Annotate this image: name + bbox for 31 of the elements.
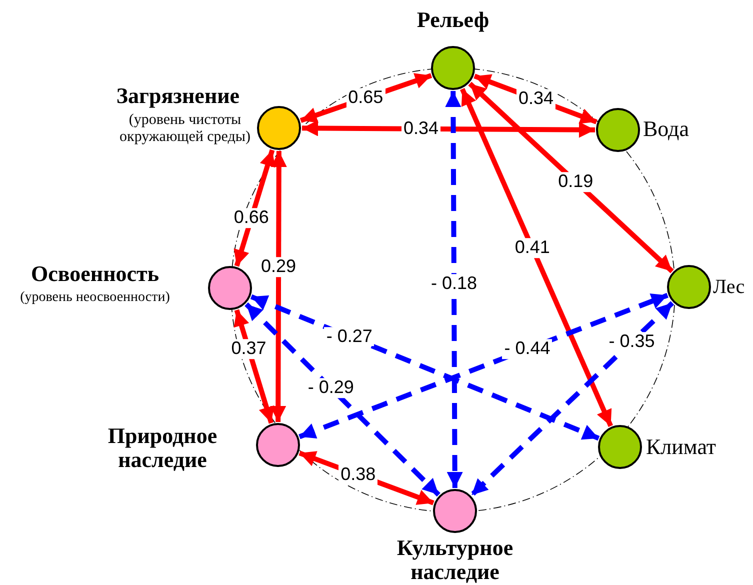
node-title: Культурное наследие bbox=[396, 536, 514, 584]
node-title: Рельеф bbox=[416, 8, 490, 32]
node-title: Климат bbox=[646, 435, 718, 460]
edge-label: 0.19 bbox=[556, 172, 596, 192]
arrow bbox=[468, 82, 674, 274]
node-subtitle: (уровень чистоты окружающей среды) bbox=[118, 112, 252, 145]
edge-label: 0.41 bbox=[512, 238, 552, 258]
edge-label: 0.29 bbox=[259, 257, 298, 277]
edge-label: 0.34 bbox=[516, 89, 556, 110]
edge-label: - 0.44 bbox=[502, 339, 552, 360]
edge-label: 0.65 bbox=[346, 88, 386, 108]
arrow bbox=[470, 301, 674, 497]
arrow bbox=[250, 294, 600, 441]
edge-label: 0.37 bbox=[229, 339, 268, 360]
edge-label: - 0.29 bbox=[306, 378, 356, 398]
arrow bbox=[460, 88, 614, 427]
node-title: Природное наследие bbox=[106, 424, 218, 472]
edge-label: - 0.27 bbox=[324, 326, 374, 347]
arrow bbox=[244, 302, 440, 497]
arrow bbox=[445, 90, 463, 488]
arrow bbox=[270, 151, 287, 422]
arrow bbox=[302, 120, 596, 138]
node-title: Загрязнение bbox=[115, 84, 241, 108]
arrow bbox=[298, 292, 668, 440]
edge-label: 0.66 bbox=[232, 208, 271, 228]
edge-label: 0.38 bbox=[338, 464, 378, 485]
node-subtitle: (уровень неосвоенности) bbox=[19, 290, 171, 306]
edge-label: - 0.35 bbox=[606, 332, 657, 352]
node-title: Лес bbox=[713, 276, 746, 298]
node-title: Освоенность bbox=[30, 262, 160, 286]
node-title: Вода bbox=[643, 117, 690, 142]
